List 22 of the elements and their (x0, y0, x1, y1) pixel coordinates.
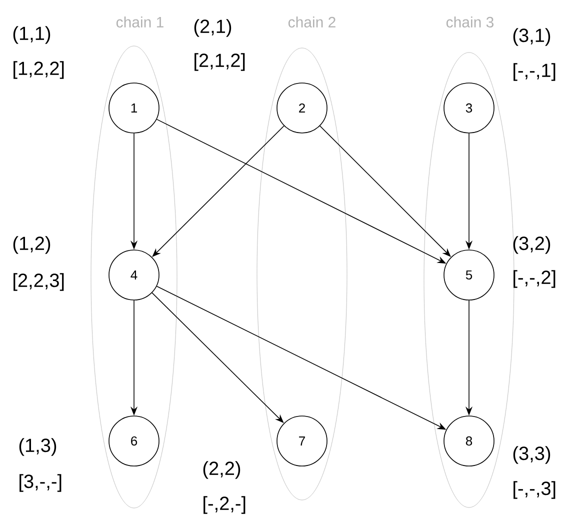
coordinate-label: [3,-,-] (20, 474, 62, 492)
coordinate-label: [-,-,2] (514, 270, 556, 288)
coordinate-label: [2,1,2] (194, 53, 245, 71)
chain-ellipse (424, 16, 514, 508)
chain-ellipse (90, 16, 178, 508)
coordinate-label: (1,2) (13, 236, 50, 254)
coordinate-label: (1,3) (19, 438, 56, 456)
coordinate-label: [1,2,2] (14, 61, 64, 79)
coordinate-label: [-,-,3] (514, 481, 556, 499)
chain-label: chain 2 (288, 16, 336, 28)
coordinate-label: (3,2) (513, 236, 550, 254)
coordinate-label: (1,1) (13, 26, 50, 44)
coordinate-label: [2,2,3] (14, 273, 64, 291)
coordinate-label: (3,1) (513, 28, 550, 46)
coordinate-label: (2,1) (194, 19, 232, 37)
chain-ellipse (256, 16, 348, 500)
coordinate-label: (2,2) (203, 461, 240, 479)
chain-label: chain 1 (116, 16, 164, 28)
coordinate-label: [-,-,1] (514, 63, 556, 81)
coordinate-label: [-,2,-] (204, 496, 246, 514)
coordinate-label: (3,3) (513, 446, 550, 464)
chain-label: chain 3 (446, 16, 494, 28)
